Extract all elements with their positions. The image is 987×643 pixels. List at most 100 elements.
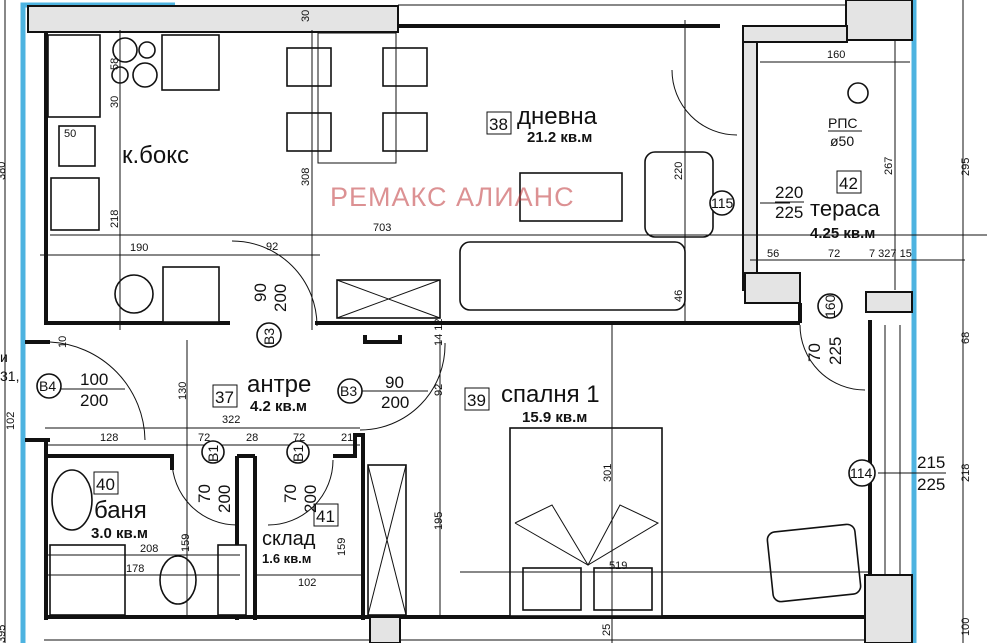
svg-text:70: 70 [195, 484, 214, 503]
svg-text:B1: B1 [205, 445, 221, 462]
stove-icon [47, 34, 101, 118]
bedroom-number: 39 [467, 391, 486, 410]
sink-icon [58, 125, 96, 167]
svg-text:B3: B3 [340, 383, 357, 399]
svg-text:14 12: 14 12 [433, 318, 445, 346]
svg-text:21: 21 [341, 432, 353, 444]
coffee-table-icon [519, 172, 623, 222]
terrace-name: тераса [810, 196, 881, 221]
window-bedroom-tag: 114 215 225 [848, 453, 946, 494]
storage-area: 1.6 кв.м [262, 551, 311, 566]
bedroom-armchair-icon [766, 523, 862, 603]
edge-text-b: 31, [0, 368, 19, 384]
svg-text:160: 160 [822, 294, 838, 318]
toilet-icon [159, 555, 197, 605]
bathroom-name: баня [94, 497, 147, 524]
furniture [47, 32, 869, 617]
svg-text:128: 128 [100, 432, 118, 444]
svg-text:703: 703 [373, 222, 391, 234]
washing-machine-icon [114, 274, 154, 314]
svg-text:225: 225 [826, 337, 845, 365]
svg-text:160: 160 [827, 49, 845, 61]
svg-text:200: 200 [381, 393, 409, 412]
svg-text:190: 190 [130, 242, 148, 254]
svg-text:267: 267 [883, 157, 895, 175]
entry-door-width: 100 [80, 370, 108, 389]
svg-text:58: 58 [109, 58, 121, 70]
hall-number: 37 [215, 388, 234, 407]
door-storage-tag: B1 70 200 [281, 440, 320, 513]
kitchen-name: к.бокс [122, 142, 189, 169]
svg-text:225: 225 [775, 203, 803, 222]
svg-text:159: 159 [336, 538, 348, 556]
living-number: 38 [489, 115, 508, 134]
watermark: РЕМАКС АЛИАНС [330, 182, 575, 212]
bathroom-number: 40 [96, 475, 115, 494]
dimension-lines [4, 0, 987, 643]
svg-text:28: 28 [246, 432, 258, 444]
shower-icon [49, 544, 126, 616]
svg-text:114: 114 [850, 465, 873, 481]
svg-text:295: 295 [960, 158, 972, 176]
dimension-labels: 30 58 30 50 218 308 703 190 92 160 267 2… [0, 10, 972, 643]
svg-text:90: 90 [385, 373, 404, 392]
walls [25, 0, 913, 643]
svg-text:7 327 15: 7 327 15 [869, 248, 912, 260]
svg-text:208: 208 [140, 543, 158, 555]
svg-text:90: 90 [251, 283, 270, 302]
entry-door-height: 200 [80, 391, 108, 410]
svg-text:46: 46 [673, 290, 685, 302]
svg-text:30: 30 [300, 10, 312, 22]
svg-text:102: 102 [298, 577, 316, 589]
bedroom-area: 15.9 кв.м [522, 409, 587, 426]
svg-text:30: 30 [109, 96, 121, 108]
dining-chairs-icon [286, 32, 428, 164]
svg-text:10: 10 [57, 336, 69, 348]
edge-text-a: и [0, 349, 8, 365]
svg-text:200: 200 [215, 485, 234, 513]
svg-text:70: 70 [281, 484, 300, 503]
svg-text:100: 100 [960, 618, 972, 636]
svg-text:200: 200 [271, 284, 290, 312]
living-name: дневна [517, 103, 598, 130]
svg-text:70: 70 [805, 343, 824, 362]
svg-text:220: 220 [673, 162, 685, 180]
svg-text:92: 92 [266, 241, 278, 253]
boiler-icon [217, 544, 247, 616]
sofa-icon [459, 241, 686, 311]
svg-text:130: 130 [177, 382, 189, 400]
bedroom-name: спалня 1 [501, 381, 600, 408]
svg-text:72: 72 [293, 432, 305, 444]
door-bath-tag: B1 70 200 [195, 440, 234, 513]
door-entry-tag: B4 100 200 [36, 370, 125, 410]
svg-text:25: 25 [601, 624, 613, 636]
terrace-number-box [836, 170, 862, 194]
svg-text:72: 72 [828, 248, 840, 260]
svg-text:195: 195 [433, 512, 445, 530]
svg-text:215: 215 [917, 453, 945, 472]
living-number-box [486, 111, 512, 135]
hall-area: 4.2 кв.м [250, 398, 307, 415]
svg-text:218: 218 [109, 210, 121, 228]
door-kitchen-tag: B3 90 200 [251, 283, 290, 348]
svg-text:102: 102 [5, 412, 17, 430]
svg-text:220: 220 [775, 183, 803, 202]
svg-text:72: 72 [198, 432, 210, 444]
svg-text:308: 308 [300, 168, 312, 186]
svg-text:218: 218 [960, 464, 972, 482]
svg-text:B1: B1 [290, 445, 306, 462]
hall-number-box [212, 384, 238, 408]
svg-text:50: 50 [64, 128, 76, 140]
svg-text:115: 115 [711, 195, 734, 211]
storage-number-box [313, 503, 339, 527]
bathroom-area: 3.0 кв.м [91, 525, 148, 542]
washbasin-icon [51, 469, 93, 531]
svg-text:380: 380 [0, 162, 8, 180]
svg-text:68: 68 [960, 332, 972, 344]
svg-text:B3: B3 [261, 328, 277, 345]
svg-text:178: 178 [126, 563, 144, 575]
svg-text:301: 301 [602, 464, 614, 482]
riser-label: РПС [828, 115, 858, 131]
fridge-icon [50, 177, 100, 231]
